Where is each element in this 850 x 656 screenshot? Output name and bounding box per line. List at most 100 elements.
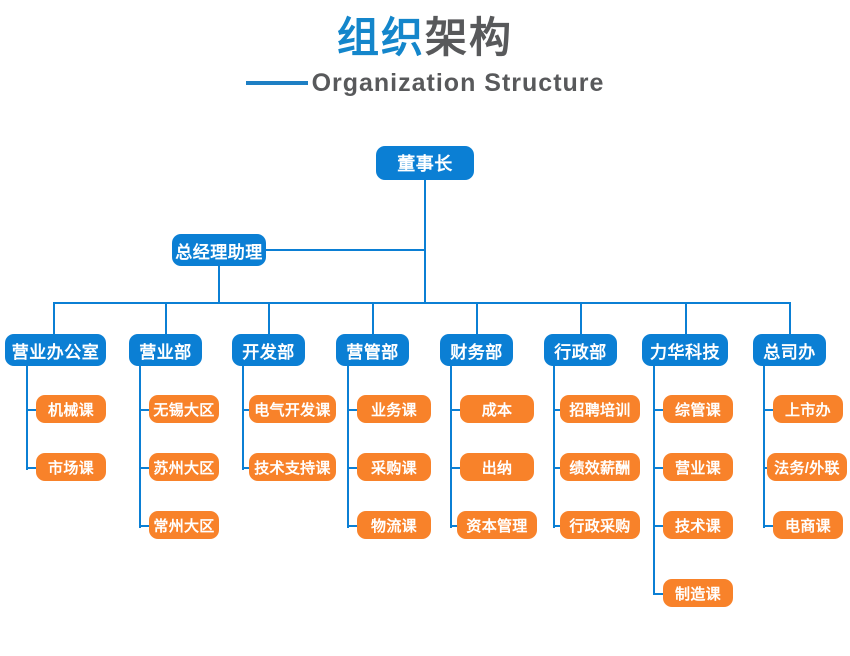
node-sub-3-1[interactable]: 电气开发课 [249, 395, 336, 423]
connector-dept-4-stub-2 [347, 467, 358, 469]
connector-dept-5-drop [476, 302, 478, 334]
page-title: 组织架构 [0, 12, 850, 64]
horizontal-dash-icon [245, 81, 308, 85]
node-chairman-label: 董事长 [397, 154, 453, 174]
node-sub-2-2-label: 苏州大区 [153, 459, 215, 477]
connector-dept-6-spine [553, 366, 555, 528]
node-department-2[interactable]: 营业部 [129, 334, 202, 366]
node-sub-5-1-label: 成本 [481, 401, 513, 419]
node-department-7-label: 力华科技 [650, 342, 720, 362]
node-sub-7-1-label: 综管课 [675, 401, 721, 419]
connector-gm-assistant [266, 249, 425, 251]
node-gm-assistant[interactable]: 总经理助理 [172, 234, 266, 266]
connector-dept-5-stub-3 [450, 525, 458, 527]
node-sub-3-2-label: 技术支持课 [254, 459, 331, 477]
node-sub-3-1-label: 电气开发课 [254, 401, 331, 419]
connector-dept-8-drop [789, 302, 791, 334]
page-title-secondary: 架构 [425, 14, 514, 61]
node-department-5-label: 财务部 [450, 342, 503, 362]
node-department-6-label: 行政部 [554, 342, 607, 362]
connector-dept-2-drop [165, 302, 167, 334]
node-sub-5-2-label: 出纳 [481, 459, 513, 477]
node-department-3[interactable]: 开发部 [232, 334, 305, 366]
node-department-3-label: 开发部 [242, 342, 295, 362]
node-sub-8-2[interactable]: 法务/外联 [767, 453, 847, 481]
node-sub-7-2[interactable]: 营业课 [663, 453, 733, 481]
node-sub-2-3-label: 常州大区 [153, 517, 215, 535]
node-sub-5-1[interactable]: 成本 [460, 395, 534, 423]
node-department-7[interactable]: 力华科技 [642, 334, 728, 366]
node-sub-7-4-label: 制造课 [675, 585, 721, 603]
connector-dept-5-stub-1 [450, 409, 461, 411]
node-sub-7-4[interactable]: 制造课 [663, 579, 733, 607]
node-sub-1-2[interactable]: 市场课 [36, 453, 106, 481]
node-sub-7-2-label: 营业课 [675, 459, 721, 477]
node-sub-2-1-label: 无锡大区 [153, 401, 215, 419]
connector-dept-7-stub-1 [653, 409, 664, 411]
connector-dept-4-drop [372, 302, 374, 334]
connector-department-bus [53, 302, 791, 304]
node-sub-7-3[interactable]: 技术课 [663, 511, 733, 539]
node-sub-8-1[interactable]: 上市办 [773, 395, 843, 423]
connector-dept-7-stub-4 [653, 593, 664, 595]
node-sub-6-1[interactable]: 招聘培训 [560, 395, 640, 423]
connector-dept-4-stub-1 [347, 409, 358, 411]
node-sub-8-1-label: 上市办 [785, 401, 831, 419]
node-sub-6-3[interactable]: 行政采购 [560, 511, 640, 539]
connector-dept-8-stub-3 [763, 525, 774, 527]
connector-dept-2-stub-1 [139, 409, 150, 411]
node-sub-4-3[interactable]: 物流课 [357, 511, 431, 539]
node-sub-2-2[interactable]: 苏州大区 [149, 453, 219, 481]
node-sub-5-2[interactable]: 出纳 [460, 453, 534, 481]
node-sub-1-1[interactable]: 机械课 [36, 395, 106, 423]
node-sub-6-2-label: 绩效薪酬 [569, 459, 631, 477]
connector-dept-7-stub-3 [653, 525, 664, 527]
connector-dept-6-stub-3 [553, 525, 561, 527]
node-sub-2-3[interactable]: 常州大区 [149, 511, 219, 539]
node-sub-7-3-label: 技术课 [675, 517, 721, 535]
page-subtitle-label: Organization Structure [311, 69, 605, 97]
node-sub-8-3[interactable]: 电商课 [773, 511, 843, 539]
connector-dept-5-stub-2 [450, 467, 461, 469]
node-sub-5-3[interactable]: 资本管理 [457, 511, 537, 539]
connector-dept-6-stub-2 [553, 467, 561, 469]
node-sub-6-3-label: 行政采购 [569, 517, 631, 535]
connector-dept-7-stub-2 [653, 467, 664, 469]
node-department-8[interactable]: 总司办 [753, 334, 826, 366]
connector-dept-3-stub-1 [242, 409, 250, 411]
connector-dept-1-stub-1 [26, 409, 37, 411]
connector-dept-5-spine [450, 366, 452, 528]
node-sub-4-1[interactable]: 业务课 [357, 395, 431, 423]
connector-dept-3-spine [242, 366, 244, 470]
connector-dept-4-spine [347, 366, 349, 528]
connector-dept-1-stub-2 [26, 467, 37, 469]
node-sub-6-1-label: 招聘培训 [569, 401, 631, 419]
connector-dept-1-spine [26, 366, 28, 470]
node-sub-4-2[interactable]: 采购课 [357, 453, 431, 481]
node-gm-assistant-label: 总经理助理 [175, 242, 263, 262]
node-sub-3-2[interactable]: 技术支持课 [249, 453, 336, 481]
node-sub-7-1[interactable]: 综管课 [663, 395, 733, 423]
node-department-1-label: 营业办公室 [11, 342, 100, 362]
connector-dept-8-stub-2 [763, 467, 768, 469]
connector-dept-2-stub-2 [139, 467, 150, 469]
node-sub-1-2-label: 市场课 [48, 459, 94, 477]
node-department-4-label: 营管部 [346, 342, 399, 362]
node-department-4[interactable]: 营管部 [336, 334, 409, 366]
node-sub-6-2[interactable]: 绩效薪酬 [560, 453, 640, 481]
node-sub-4-1-label: 业务课 [371, 401, 417, 419]
connector-dept-6-drop [580, 302, 582, 334]
node-department-5[interactable]: 财务部 [440, 334, 513, 366]
node-sub-4-2-label: 采购课 [371, 459, 417, 477]
node-sub-5-3-label: 资本管理 [466, 517, 528, 535]
node-department-1[interactable]: 营业办公室 [5, 334, 106, 366]
connector-dept-3-drop [268, 302, 270, 334]
page-title-primary: 组织 [336, 14, 425, 61]
node-sub-1-1-label: 机械课 [48, 401, 94, 419]
page-header: 组织架构 Organization Structure [0, 0, 850, 120]
node-department-6[interactable]: 行政部 [544, 334, 617, 366]
node-chairman[interactable]: 董事长 [376, 146, 474, 180]
node-sub-2-1[interactable]: 无锡大区 [149, 395, 219, 423]
connector-dept-1-drop [53, 302, 55, 334]
node-sub-4-3-label: 物流课 [371, 517, 417, 535]
